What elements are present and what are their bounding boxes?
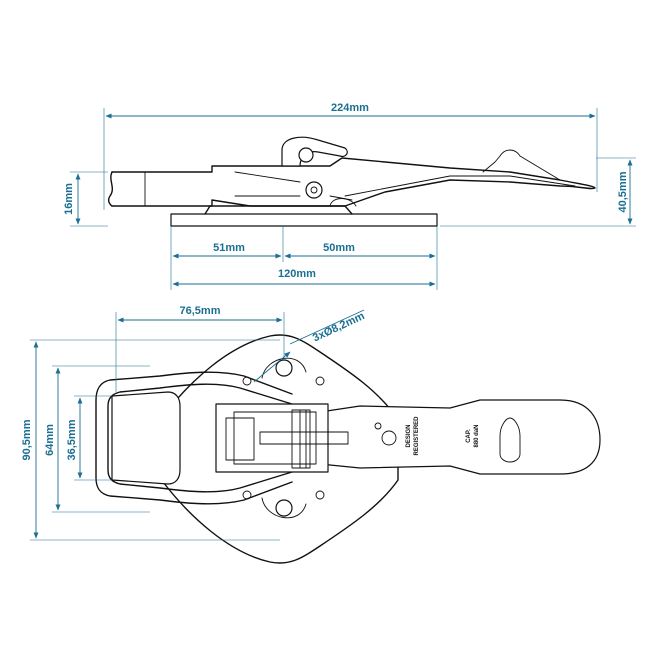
side-lever-left-end — [107, 171, 113, 207]
dim-lever-height: 16mm — [63, 183, 75, 215]
dim-overall-length: 224mm — [331, 102, 369, 114]
top-slider — [259, 431, 349, 445]
top-wire-loop-outer — [95, 371, 293, 505]
top-pin-bar — [291, 409, 311, 469]
top-label-capacity: 880 daN — [474, 424, 480, 447]
top-frame — [215, 403, 329, 473]
top-label-cap: CAP. — [466, 429, 472, 443]
top-view: DESIGN REGISTERED CAP. 880 daN — [95, 334, 601, 564]
top-wire-loop-inner — [107, 383, 293, 493]
side-lever — [111, 157, 596, 207]
side-linkage — [234, 171, 353, 201]
top-logo-seal — [381, 430, 397, 446]
top-rivet-4 — [315, 490, 325, 500]
top-hole-lower — [275, 499, 293, 517]
dim-base-right: 50mm — [323, 242, 355, 254]
top-rivet-3 — [315, 376, 325, 386]
side-base-bracket — [204, 205, 353, 215]
side-hook-pin-lower-core — [310, 186, 318, 194]
dim-line-hole-spec — [289, 309, 365, 345]
dim-hole-offset: 76,5mm — [180, 305, 221, 317]
top-hole-upper — [275, 359, 293, 377]
top-lever-slot — [499, 417, 521, 463]
top-label-design: DESIGN — [406, 424, 412, 447]
dim-loop-width: 64mm — [44, 424, 56, 456]
top-hinge-block — [225, 417, 255, 461]
dim-overall-width: 90,5mm — [21, 419, 33, 460]
dim-base-left: 51mm — [213, 242, 245, 254]
side-hook-pin-upper — [298, 147, 314, 163]
top-logo-ring — [374, 422, 382, 430]
top-hook-body — [111, 391, 181, 485]
dim-total-height: 40,5mm — [617, 171, 629, 212]
dim-hole-spec: 3xØ8,2mm — [311, 310, 367, 344]
side-base-plate — [170, 213, 438, 227]
side-lever-inner-line — [344, 175, 576, 197]
top-base-plate — [159, 334, 399, 564]
top-label-registered: REGISTERED — [414, 416, 420, 456]
side-dimensions: 224mm 16mm 40,5mm 51mm 50mm 120mm — [63, 102, 636, 290]
top-lever — [319, 399, 601, 475]
top-frame-inner — [233, 411, 317, 465]
dim-leader-hole-spec — [253, 351, 291, 383]
top-hole-lower-recess — [261, 497, 307, 519]
top-hole-upper-recess — [261, 357, 307, 379]
dim-inner-width: 36,5mm — [66, 419, 78, 460]
side-lever-handle-ridge — [482, 149, 561, 181]
side-view — [107, 136, 596, 227]
dim-base-length: 120mm — [278, 268, 316, 280]
side-hook-pin-lower — [305, 181, 323, 199]
